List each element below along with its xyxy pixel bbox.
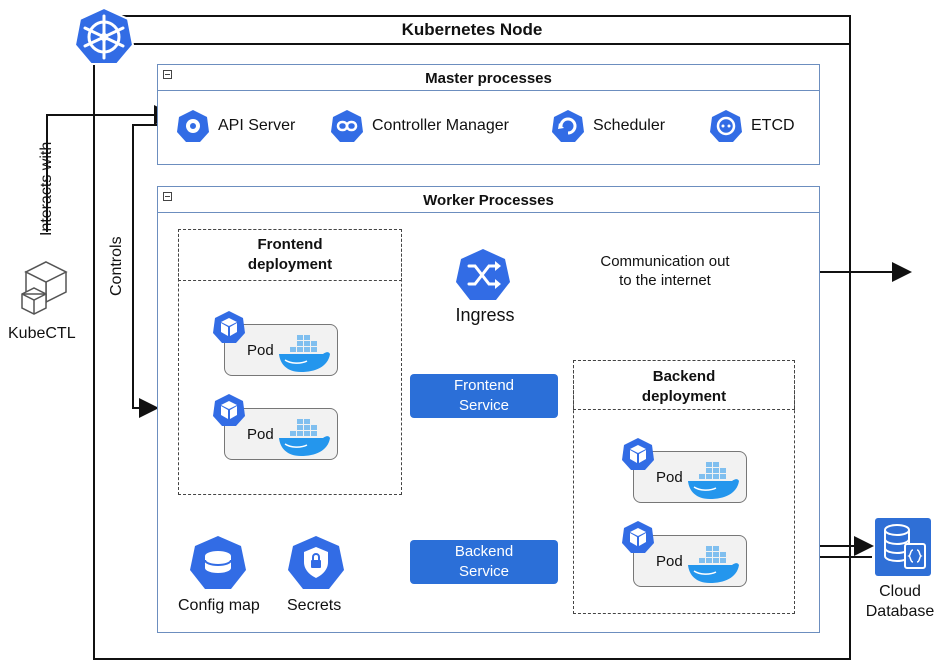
controller-manager-label: Controller Manager [372, 117, 509, 134]
backend-pod-2[interactable]: Pod [633, 535, 747, 587]
master-processes-panel: Master processes [157, 64, 820, 165]
frontend-deployment-title-line1: Frontend [257, 236, 323, 253]
docker-whale-icon [279, 335, 330, 372]
etcd-icon [710, 110, 742, 142]
kubernetes-logo-icon [73, 6, 135, 65]
controls-label: Controls [108, 236, 125, 296]
worker-processes-header: Worker Processes [158, 187, 819, 213]
frontend-pod-1[interactable]: Pod [224, 324, 338, 376]
frontend-deployment-title-line2: deployment [247, 256, 333, 273]
secrets-icon[interactable] [288, 535, 344, 591]
controller-manager-item: Controller Manager [330, 109, 509, 143]
collapse-master-button[interactable] [163, 70, 172, 79]
config-map-label: Config map [178, 597, 260, 614]
backend-service-line2: Service [458, 563, 510, 580]
scheduler-label: Scheduler [593, 117, 666, 134]
pod-cube-icon [622, 521, 654, 553]
backend-deployment-header [573, 360, 795, 410]
backend-deployment-title-line2: deployment [641, 388, 727, 405]
pod-label: Pod [656, 553, 683, 570]
backend-service-button[interactable]: Backend Service [410, 540, 558, 584]
controls-arrow [132, 124, 170, 418]
kubectl-label: KubeCTL [8, 325, 76, 342]
kubectl-cubes-icon[interactable] [18, 258, 70, 318]
etcd-label: ETCD [751, 117, 795, 134]
internet-label: Communication out to the internet [583, 252, 747, 290]
pod-label: Pod [247, 342, 274, 359]
pod-label: Pod [247, 426, 274, 443]
secrets-label: Secrets [287, 597, 342, 614]
pod-cube-icon [622, 438, 654, 470]
api-server-icon [177, 110, 209, 142]
backend-service-line1: Backend [454, 543, 514, 560]
cloud-database-label: Cloud Database [858, 582, 942, 622]
internet-label-line2: to the internet [619, 272, 711, 289]
frontend-service-button[interactable]: Frontend Service [410, 374, 558, 418]
pod-label: Pod [656, 469, 683, 486]
master-processes-header: Master processes [158, 65, 819, 91]
interacts-with-label: Interacts with [38, 141, 55, 236]
pod-cube-icon [213, 311, 245, 343]
api-server-label: API Server [218, 117, 296, 134]
cloud-database-label-line2: Database [865, 603, 935, 620]
pod-cube-icon [213, 394, 245, 426]
etcd-item: ETCD [709, 109, 795, 143]
frontend-deployment-title: Frontend deployment [178, 235, 402, 275]
internet-label-line1: Communication out [600, 253, 730, 270]
interacts-with-arrow [46, 105, 174, 232]
worker-processes-title: Worker Processes [423, 192, 554, 209]
docker-whale-icon [279, 419, 330, 456]
controller-manager-icon [331, 110, 363, 142]
ingress-icon[interactable] [455, 248, 511, 302]
frontend-service-line1: Frontend [453, 377, 515, 394]
ingress-label: Ingress [455, 305, 515, 325]
scheduler-item: Scheduler [551, 109, 665, 143]
frontend-deployment-header [178, 229, 402, 281]
docker-whale-icon [688, 546, 739, 583]
kubernetes-node-title: Kubernetes Node [401, 20, 543, 39]
docker-whale-icon [688, 462, 739, 499]
backend-deployment-title-line1: Backend [652, 368, 716, 385]
scheduler-icon [552, 110, 584, 142]
cloud-database-label-line1: Cloud [879, 583, 921, 600]
frontend-service-line2: Service [458, 397, 510, 414]
cloud-database-icon[interactable] [875, 518, 931, 576]
api-server-item: API Server [176, 109, 295, 143]
config-map-icon[interactable] [190, 535, 246, 591]
backend-deployment-title: Backend deployment [573, 367, 795, 407]
master-processes-title: Master processes [425, 70, 552, 87]
collapse-worker-button[interactable] [163, 192, 172, 201]
